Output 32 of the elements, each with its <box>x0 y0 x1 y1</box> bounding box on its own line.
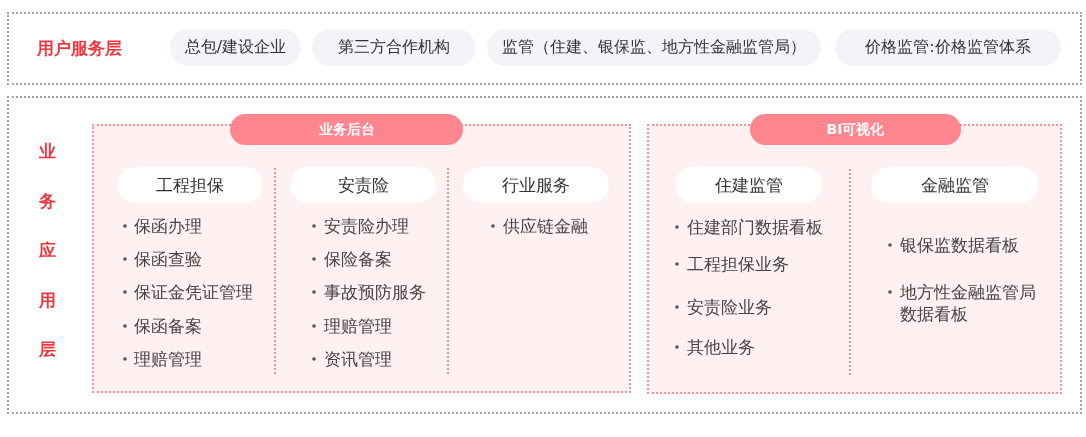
list-item: 住建部门数据看板 <box>687 216 823 238</box>
list-item: 供应链金融 <box>503 215 588 237</box>
panel-title: BI可视化 <box>750 114 961 145</box>
service-tag: 价格监管:价格监管体系 <box>835 29 1061 66</box>
list-item: 保证金凭证管理 <box>134 281 253 303</box>
list-item: 理赔管理 <box>134 348 202 370</box>
list-item: 安责险办理 <box>324 215 409 237</box>
column-heading: 安责险 <box>290 167 436 203</box>
list-item: 安责险业务 <box>687 296 772 318</box>
list-item: 保函办理 <box>134 215 202 237</box>
list-item: 其他业务 <box>687 336 755 358</box>
list-item: 保险备案 <box>324 248 392 270</box>
column-heading: 金融监管 <box>871 167 1038 203</box>
list-item: 工程担保业务 <box>687 253 789 275</box>
panel-title: 业务后台 <box>230 114 463 145</box>
service-tag: 第三方合作机构 <box>312 29 476 66</box>
column-heading: 住建监管 <box>675 167 822 203</box>
layer-title: 用户服务层 <box>37 37 122 59</box>
layer-frame <box>7 96 1082 414</box>
list-item: 理赔管理 <box>324 315 392 337</box>
layer-frame <box>7 12 1082 85</box>
list-item: 保函备案 <box>134 315 202 337</box>
list-item: 资讯管理 <box>324 348 392 370</box>
column-heading: 行业服务 <box>463 167 609 203</box>
service-tag: 监管（住建、银保监、地方性金融监管局） <box>487 29 821 66</box>
list-item: 保函查验 <box>134 248 202 270</box>
layer-title: 业务应用层 <box>39 140 56 361</box>
list-item: 事故预防服务 <box>324 281 426 303</box>
list-item: 地方性金融监管局数据看板 <box>900 280 1037 326</box>
service-tag: 总包/建设企业 <box>170 29 301 66</box>
column-heading: 工程担保 <box>117 167 263 203</box>
list-item: 银保监数据看板 <box>900 233 1020 257</box>
